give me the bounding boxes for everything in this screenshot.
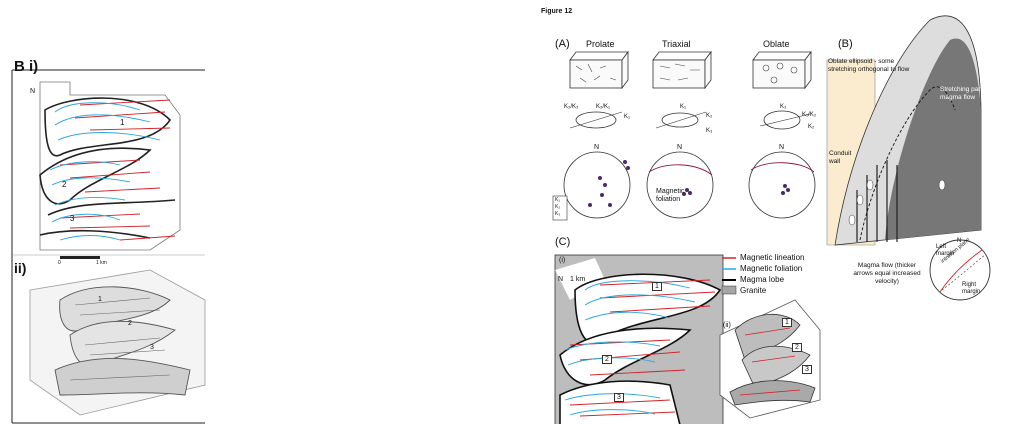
stereonet-north-oblate: N: [779, 144, 784, 151]
stereonet-north-prolate: N: [594, 144, 599, 151]
right-margin-label: Right margin: [962, 282, 988, 296]
oblate-k3: K₃: [780, 104, 786, 110]
triaxial-k1: K₁: [680, 104, 686, 110]
legend-magnetic-lineation: Magnetic lineation: [740, 253, 804, 262]
panel-c-scale: 1 km: [570, 276, 585, 283]
legend-magma-lobe: Magma lobe: [740, 275, 784, 284]
prolate-k1: K₁: [624, 114, 630, 120]
oblate-k1k2: K₁/K₂: [802, 112, 816, 118]
prolate-k2k3: K₂/K₃: [564, 104, 578, 110]
panel-c-lobe-1: 1: [652, 282, 662, 291]
lower-lobe-number-3: 3: [150, 344, 154, 351]
lobe-number-3: 3: [70, 214, 74, 223]
annotation-oblate-ellipsoid: Oblate ellipsoid - some stretching ortho…: [828, 58, 920, 74]
annotation-magma-flow: Magma flow (thicker arrows equal increas…: [848, 262, 926, 286]
panel-c-i-label: (i): [559, 257, 565, 264]
legend-granite: Granite: [740, 286, 766, 295]
triaxial-k3: K₃: [706, 128, 712, 134]
panel-c-ii-lobe-2: 2: [792, 343, 802, 352]
panel-c-ii-label: (ii): [723, 322, 731, 329]
annotation-conduit-wall: Conduit wall: [829, 150, 861, 166]
legend-k1: K₁: [555, 197, 560, 203]
legend-magnetic-foliation: Magnetic foliation: [740, 264, 802, 273]
legend-k3: K₃: [555, 211, 560, 217]
panel-c-north: N: [558, 276, 563, 283]
right-figure: Figure 12: [530, 0, 1011, 424]
lobe-number-1: 1: [120, 118, 124, 127]
panel-label-b-i: B i): [14, 58, 38, 75]
column-triaxial: Triaxial: [662, 39, 691, 49]
scale-bar-start: 0: [58, 260, 61, 266]
panel-b-label: (B): [838, 38, 853, 50]
triaxial-k2: K₂: [706, 113, 712, 119]
lobe-number-2: 2: [62, 180, 66, 189]
magnetic-foliation-label: Magnetic foliation: [656, 188, 696, 204]
north-arrow-label: N: [30, 88, 35, 95]
panel-c-ii-lobe-3: 3: [802, 365, 812, 374]
panel-c-ii-lobe-1: 1: [782, 318, 792, 327]
panel-c-label: (C): [555, 236, 570, 248]
scale-bar-end: 1 km: [96, 260, 107, 266]
prolate-k2k1: K₂/K₁: [596, 104, 610, 110]
lower-lobe-number-2: 2: [128, 320, 132, 327]
lower-lobe-number-1: 1: [98, 296, 102, 303]
column-prolate: Prolate: [586, 39, 615, 49]
stereonet-north-triaxial: N: [677, 144, 682, 151]
legend-k2: K₂: [555, 204, 560, 210]
panel-a-label: (A): [555, 38, 570, 50]
oblate-k2: K₂: [808, 124, 814, 130]
panel-label-ii: ii): [14, 260, 26, 276]
annotation-stretching: Stretching parallel to magma flow: [940, 86, 1002, 102]
panel-c-lobe-2: 2: [602, 355, 612, 364]
panel-c-lobe-3: 3: [614, 393, 624, 402]
column-oblate: Oblate: [763, 39, 790, 49]
left-figure: B i) ii) N 1 2 3 0 1 km 1 2 3: [0, 0, 230, 424]
